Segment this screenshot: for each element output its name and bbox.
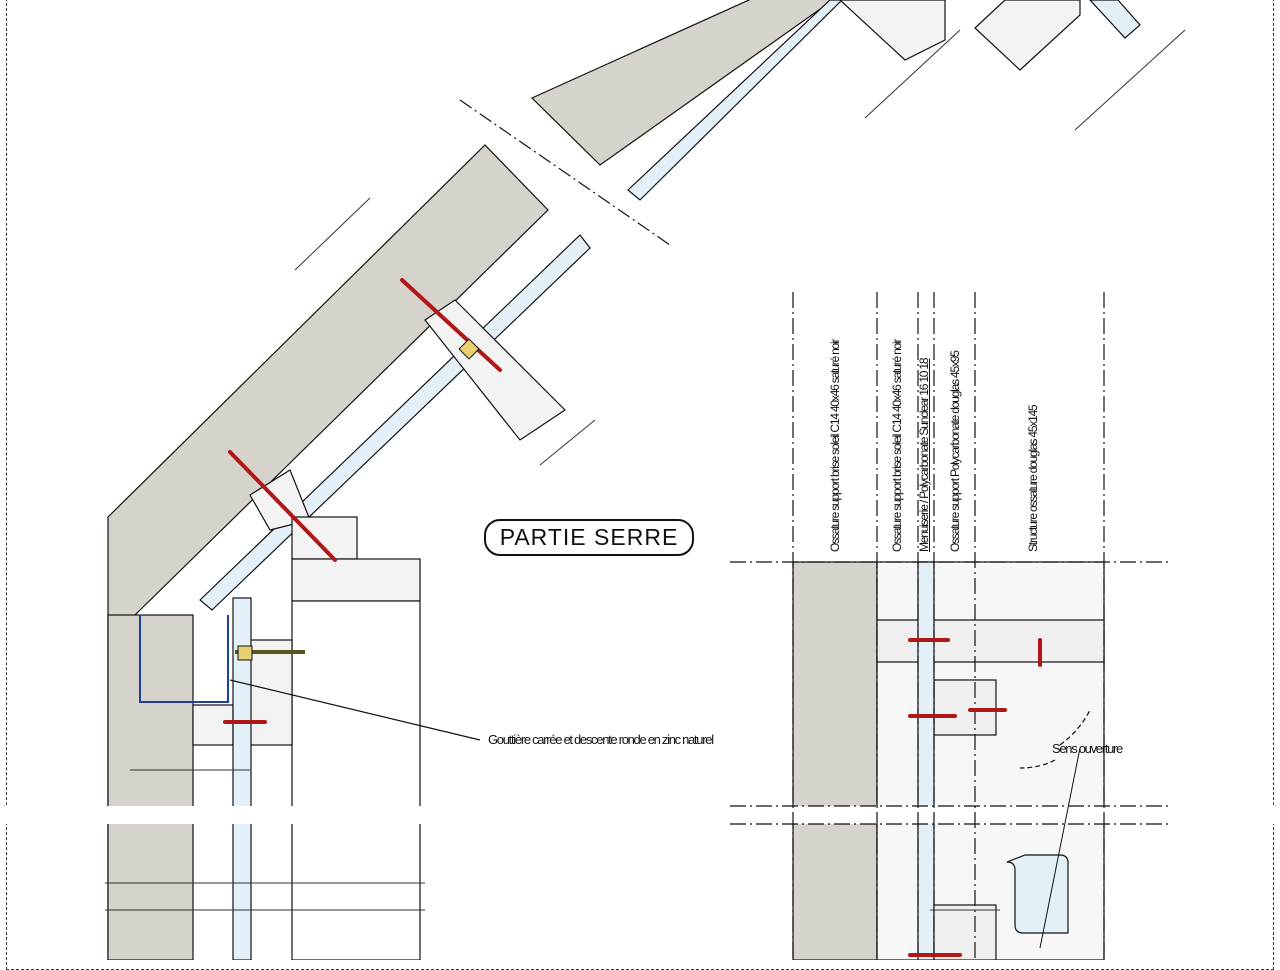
gutter-note: Gouttière carrée et descente ronde en zi… — [488, 732, 714, 747]
left-post — [107, 614, 194, 960]
section-label-brise-soleil-1: Ossature support brise soleil C14 40x46 … — [828, 339, 842, 552]
timber-batten — [974, 0, 1081, 71]
vertical-glazing — [232, 597, 252, 960]
screw — [400, 278, 502, 372]
timber-block — [249, 639, 293, 746]
section-label-ossature-polycarbonate: Ossature support Polycarbonate douglas 4… — [948, 351, 962, 552]
timber-wall — [291, 600, 421, 960]
section-title: PARTIE SERRE — [484, 519, 694, 556]
opening-direction-note: Sens ouverture — [1052, 741, 1123, 756]
timber-plate — [291, 558, 421, 602]
polycarbonate-panel-upper — [627, 0, 843, 201]
gutter — [139, 615, 229, 703]
screw — [228, 450, 337, 562]
section-glazing — [917, 561, 935, 960]
handle — [1006, 854, 1069, 934]
section-label-polycarbonate: Menuiserie / Polycarbonate Sunclear 16 1… — [917, 358, 931, 552]
section-label-structure: Structure ossature douglas 45x145 — [1026, 405, 1040, 552]
timber-batten — [839, 0, 946, 61]
section-label-brise-soleil-2: Ossature support brise soleil C14 40x46 … — [890, 339, 904, 552]
roof-rafter-upper — [530, 0, 834, 166]
gutter-block — [192, 704, 234, 746]
section-post — [792, 561, 878, 960]
